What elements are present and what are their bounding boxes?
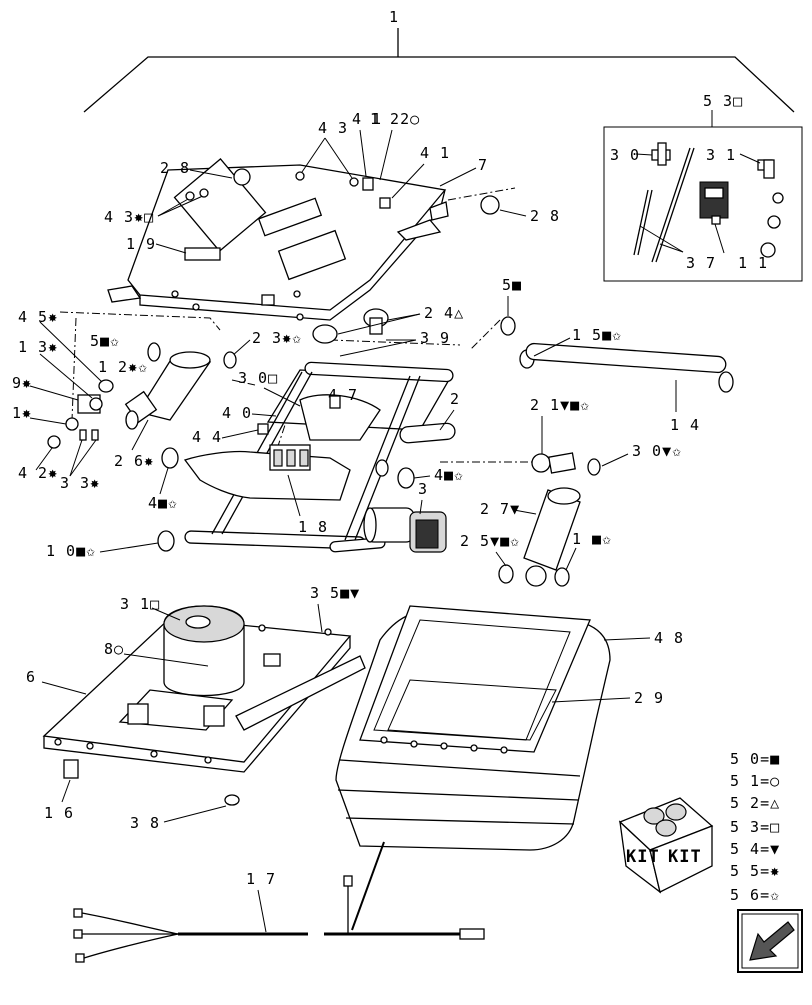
callout-43-left: 4 3✸□ <box>104 208 154 226</box>
knob-28 <box>233 168 251 186</box>
arrow-back-icon[interactable] <box>737 909 803 973</box>
callout-23: 2 3✸✩ <box>252 329 302 347</box>
callout-1: 1 <box>389 8 399 26</box>
callout-48: 4 8 <box>654 629 684 647</box>
fitting-icon <box>767 215 781 229</box>
callout-31: 3 1□ <box>120 595 160 613</box>
elbow-fitting-icon <box>757 159 775 179</box>
callout-14: 1 4 <box>670 416 700 434</box>
scissor-frame-2 <box>183 361 456 553</box>
callout-30-frame: 3 0□ <box>238 369 278 387</box>
callout-9: 9✸ <box>12 374 32 392</box>
callout-1-right: 1 ■✩ <box>572 530 612 548</box>
callout-35: 3 5■▼ <box>310 584 360 602</box>
legend-56: 5 6=✩ <box>730 886 780 904</box>
legend-55: 5 5=✸ <box>730 862 780 880</box>
bolt-47 <box>329 395 341 409</box>
callout-53: 5 3□ <box>703 92 743 110</box>
callout-5-right: 5■ <box>502 276 522 294</box>
legend-53: 5 3=□ <box>730 818 780 836</box>
kit-box-icon: KIT KIT <box>618 797 714 894</box>
callout-41-top: 4 1 <box>352 110 382 128</box>
callout-4-left: 4■✩ <box>148 494 178 512</box>
wire-harness-17 <box>73 841 485 963</box>
fitting-icon <box>760 242 776 258</box>
left-hardware <box>47 379 114 449</box>
motor-3 <box>363 507 447 553</box>
callout-19: 1 9 <box>126 235 156 253</box>
knob-28 <box>480 195 500 215</box>
callout-41-right: 4 1 <box>420 144 450 162</box>
callout-24: 2 4△ <box>424 304 464 322</box>
callout-15: 1 5■✩ <box>572 326 622 344</box>
shock-absorber-right <box>498 452 601 587</box>
bolt-38 <box>224 794 240 806</box>
callout-37-inset: 3 7 <box>686 254 716 272</box>
callout-6: 6 <box>26 668 36 686</box>
callout-16: 1 6 <box>44 804 74 822</box>
legend-54: 5 4=▼ <box>730 840 780 858</box>
top-plate-7 <box>107 157 500 321</box>
callout-17: 1 7 <box>246 870 276 888</box>
callout-1-star: 1✸ <box>12 404 32 422</box>
switch-icon <box>699 181 729 225</box>
legend-52: 5 2=△ <box>730 794 780 812</box>
foot-16 <box>63 759 79 779</box>
kit-label-left: KIT <box>626 847 660 867</box>
bushing-4 <box>161 447 179 469</box>
callout-27: 2 7▼ <box>480 500 520 518</box>
shock-absorber-left <box>124 342 212 430</box>
callout-4-right: 4■✩ <box>434 466 464 484</box>
bellows-48 <box>335 605 611 851</box>
fitting-icon <box>772 192 784 204</box>
callout-30-right: 3 0▼✩ <box>632 442 682 460</box>
callout-28-left: 2 8 <box>160 159 190 177</box>
callout-18: 1 8 <box>298 518 328 536</box>
callout-26: 2 6✸ <box>114 452 154 470</box>
callout-5: 5■✩ <box>90 332 120 350</box>
base-plate-6 <box>42 605 366 773</box>
callout-12-top: 1 22○ <box>370 110 420 128</box>
legend-51: 5 1=○ <box>730 772 780 790</box>
callout-43-top: 4 3 <box>318 119 348 137</box>
callout-7: 7 <box>478 156 488 174</box>
callout-10: 1 0■✩ <box>46 542 96 560</box>
callout-33: 3 3✸ <box>60 474 100 492</box>
callout-38: 3 8 <box>130 814 160 832</box>
kit-inset-53: 5 3□ 3 0 3 1 3 7 1 1 <box>603 92 803 282</box>
assembly-bracket: 1 <box>83 8 795 113</box>
callout-11-inset: 1 1 <box>738 254 768 272</box>
rod-14 <box>519 342 734 393</box>
legend-50: 5 0=■ <box>730 750 780 768</box>
callout-21: 2 1▼■✩ <box>530 396 590 414</box>
kit-label-right: KIT <box>668 847 702 867</box>
bushing-4 <box>397 467 415 489</box>
callout-12-left: 1 2✸✩ <box>98 358 148 376</box>
symbol-legend: 5 0=■ 5 1=○ 5 2=△ 5 3=□ 5 4=▼ 5 5=✸ 5 6=… <box>730 750 780 904</box>
callout-40: 4 0 <box>222 404 252 422</box>
callout-8: 8○ <box>104 640 124 658</box>
callout-28-right: 2 8 <box>530 207 560 225</box>
callout-39: 3 9 <box>420 329 450 347</box>
callout-25: 2 5▼■✩ <box>460 532 520 550</box>
bushing-5 <box>500 316 516 336</box>
callout-2: 2 <box>450 390 460 408</box>
tee-fitting-icon <box>651 142 671 166</box>
bushing-10 <box>157 530 175 552</box>
bumpers-24 <box>312 308 389 344</box>
callout-42: 4 2✸ <box>18 464 58 482</box>
callout-44: 4 4 <box>192 428 222 446</box>
callout-3: 3 <box>418 480 428 498</box>
callout-30-inset: 3 0 <box>610 146 640 164</box>
callout-45: 4 5✸ <box>18 308 58 326</box>
bracket-19 <box>184 247 221 261</box>
callout-13: 1 3✸ <box>18 338 58 356</box>
callout-31-inset: 3 1 <box>706 146 736 164</box>
callout-29: 2 9 <box>634 689 664 707</box>
